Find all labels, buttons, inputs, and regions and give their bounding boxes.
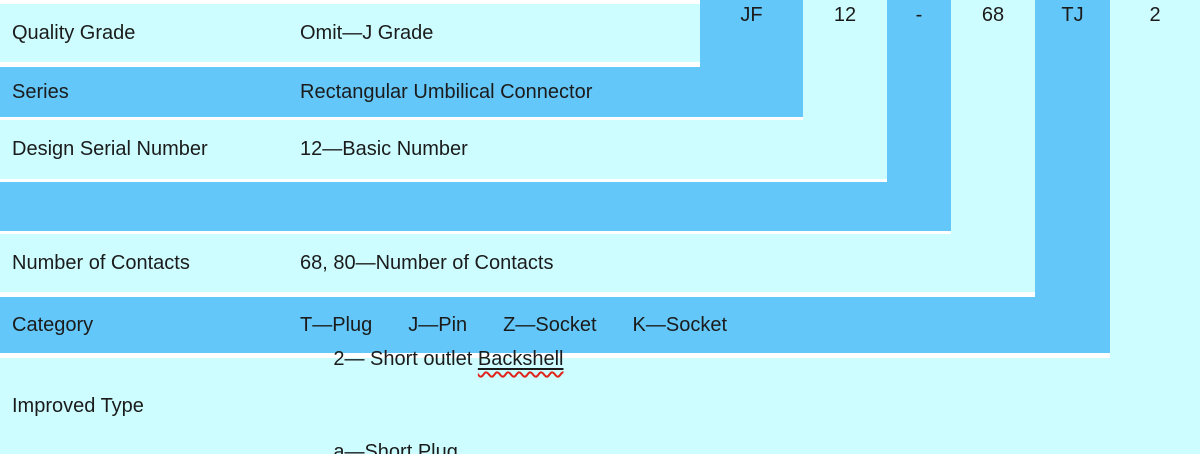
category-option-pin: J—Pin [408,313,468,336]
part-code-dash: - [887,0,951,182]
improved-type-line2: a—Short Plug [333,441,458,454]
row-series: Series Rectangular Umbilical Connector [0,67,803,117]
improved-type-line1-prefix: 2— Short outlet [333,348,478,370]
row-quality-grade-value: Omit—J Grade [300,21,434,44]
row-improved-type: Improved Type 2— Short outlet Backshell … [0,348,1200,454]
row-series-value: Rectangular Umbilical Connector [300,80,593,103]
part-code-jf: JF [700,0,803,67]
part-code-68-text: 68 [981,4,1005,26]
part-code-tj-text: TJ [1061,4,1084,26]
row-improved-type-label: Improved Type [12,394,144,417]
part-code-jf-text: JF [740,4,763,26]
row-number-of-contacts-value: 68, 80—Number of Contacts [300,251,554,274]
row-empty-spacer [0,182,951,231]
category-option-plug: T—Plug [300,313,373,336]
part-code-2: 2 [1110,0,1200,358]
improved-type-line1: 2— Short outlet Backshell [333,348,563,370]
category-option-socket-z: Z—Socket [503,313,597,336]
row-category-label: Category [12,313,94,336]
row-quality-grade-label: Quality Grade [12,21,136,44]
part-code-68: 68 [951,0,1035,234]
row-design-serial-number-label: Design Serial Number [12,138,208,160]
part-code-2-text: 2 [1149,4,1161,26]
row-quality-grade: Quality Grade Omit—J Grade [0,4,700,62]
part-code-dash-text: - [915,4,923,26]
row-design-serial-number-value: 12—Basic Number [300,138,468,160]
part-code-12: 12 [803,0,887,120]
row-design-serial-number: Design Serial Number 12—Basic Number [0,120,887,179]
row-improved-type-value: 2— Short outlet Backshell a—Short Plug [300,313,563,454]
row-category-options: T—Plug J—Pin Z—Socket K—Socket [300,314,727,337]
row-number-of-contacts: Number of Contacts 68, 80—Number of Cont… [0,234,1035,292]
category-option-socket-k: K—Socket [632,313,727,336]
part-code-tj: TJ [1035,0,1110,297]
row-number-of-contacts-label: Number of Contacts [12,251,190,274]
row-category: Category T—Plug J—Pin Z—Socket K—Socket [0,297,1110,353]
part-code-12-text: 12 [833,4,857,26]
row-series-label: Series [12,80,69,103]
improved-type-backshell-word: Backshell [477,348,564,370]
